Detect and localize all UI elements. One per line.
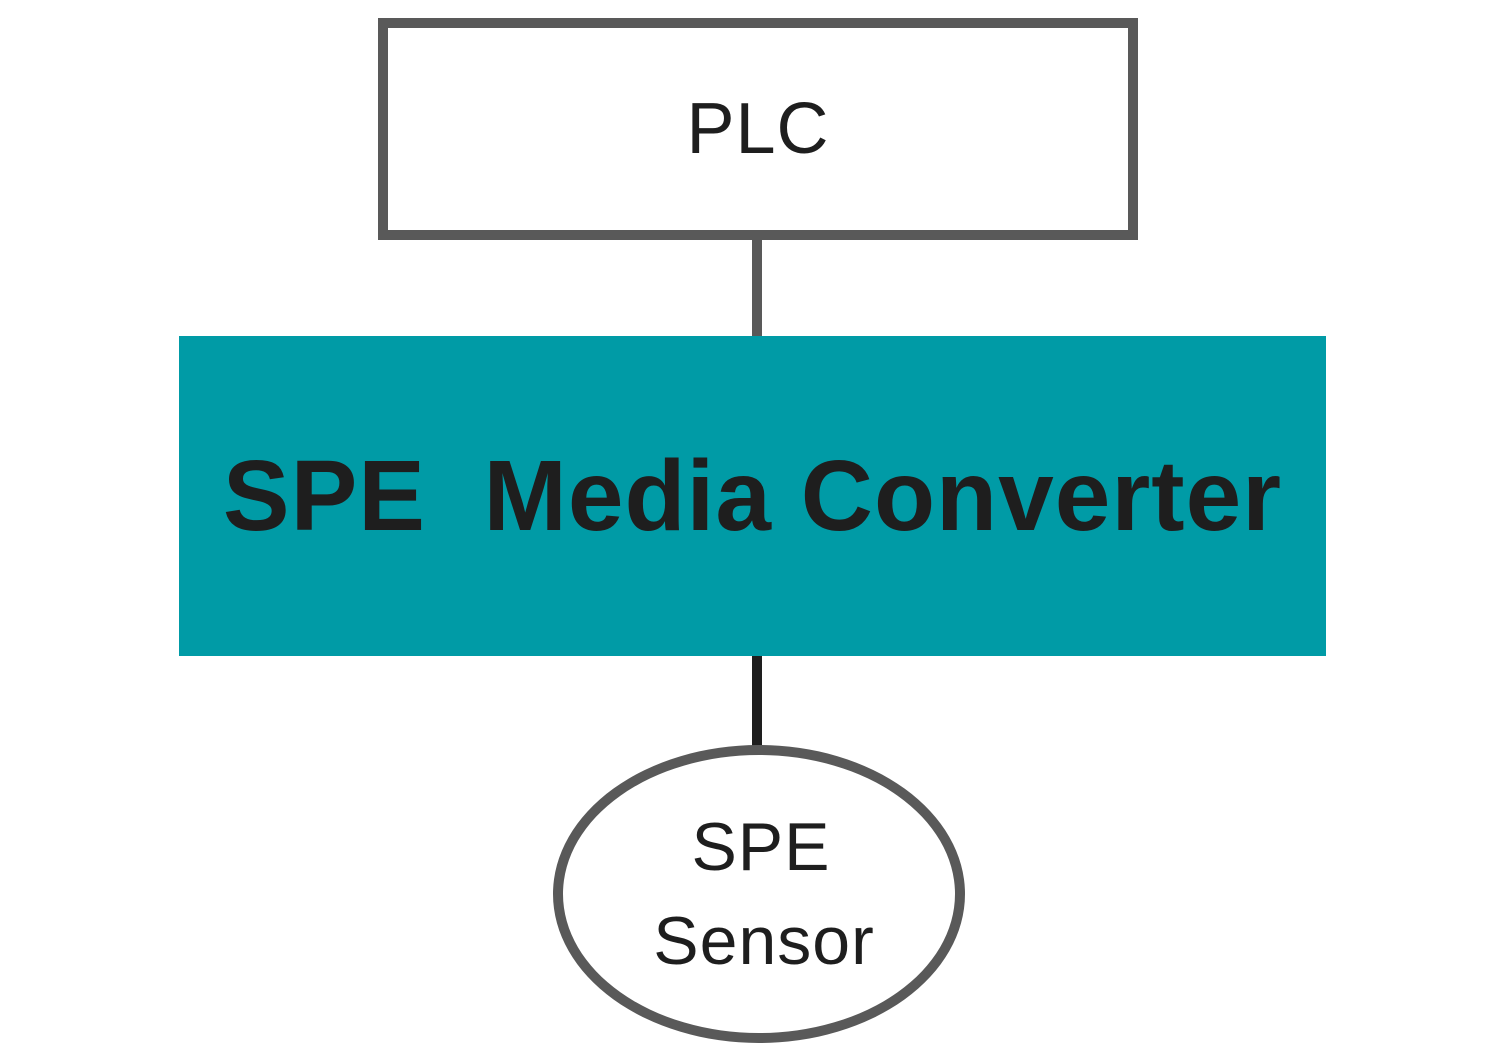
- spe-media-converter-node: SPE Media Converter: [179, 336, 1326, 656]
- sensor-label-line-2: Sensor: [653, 903, 875, 979]
- plc-to-converter-connector: [752, 240, 762, 336]
- plc-node: PLC: [378, 18, 1138, 240]
- spe-sensor-node: SPE Sensor: [553, 745, 965, 1043]
- plc-label: PLC: [686, 89, 830, 169]
- converter-to-sensor-connector: [752, 656, 762, 750]
- sensor-label-line-1: SPE: [691, 809, 831, 885]
- converter-label: SPE Media Converter: [222, 439, 1283, 552]
